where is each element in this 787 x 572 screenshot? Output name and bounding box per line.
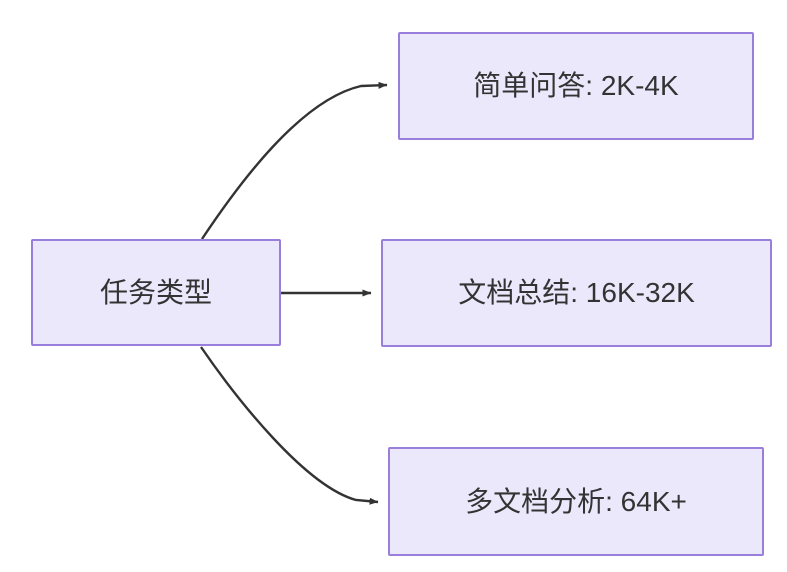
node-document-summary[interactable]: 文档总结: 16K-32K	[381, 239, 772, 347]
node-simple-qa-label: 简单问答: 2K-4K	[473, 70, 679, 102]
node-multi-document-analysis[interactable]: 多文档分析: 64K+	[388, 447, 764, 556]
edge-root-to-multi-doc	[200, 346, 379, 505]
node-simple-qa[interactable]: 简单问答: 2K-4K	[398, 32, 754, 140]
node-multi-document-analysis-label: 多文档分析: 64K+	[465, 485, 687, 517]
node-task-type-label: 任务类型	[99, 276, 212, 308]
node-document-summary-label: 文档总结: 16K-32K	[458, 277, 695, 309]
node-task-type[interactable]: 任务类型	[31, 239, 281, 346]
edge-root-to-simple-qa	[201, 81, 388, 240]
